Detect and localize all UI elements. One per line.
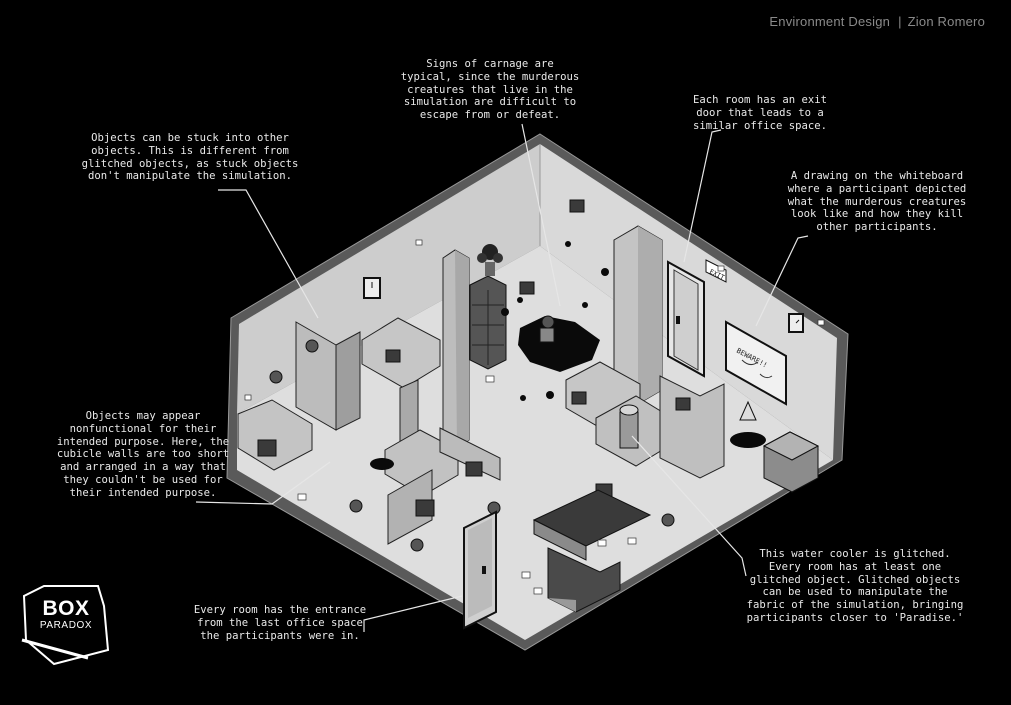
wet-floor-sign	[739, 400, 757, 421]
leader-water-cooler	[631, 435, 747, 577]
annotation-nonfunctional: Objects may appear nonfunctional for the…	[56, 410, 230, 499]
box-paradox-logo: BOX PARADOX	[20, 597, 112, 632]
pillar-left	[442, 249, 470, 449]
logo-line-paradox: PARADOX	[39, 620, 93, 631]
leader-exit-door	[683, 129, 722, 263]
annotation-stuck-objects: Objects can be stuck into other objects.…	[81, 132, 299, 183]
carnage-splatter	[501, 241, 609, 401]
annotation-water-cooler: This water cooler is glitched. Every roo…	[746, 548, 964, 624]
copier-printer	[762, 431, 820, 493]
box-paradox-logo-frame	[21, 585, 110, 666]
office-chairs	[269, 315, 675, 552]
wall-clocks	[363, 277, 804, 333]
potted-plant	[477, 244, 503, 276]
credit-section: Environment Design	[769, 14, 891, 29]
dark-desk	[532, 489, 652, 613]
leader-carnage	[521, 123, 561, 307]
dark-puddle	[370, 432, 766, 470]
annotation-whiteboard: A drawing on the whiteboard where a part…	[787, 170, 967, 234]
annotation-carnage: Signs of carnage are typical, since the …	[400, 58, 580, 122]
logo-line-box: BOX	[42, 597, 90, 620]
annotation-entrance: Every room has the entrance from the las…	[193, 604, 367, 642]
leader-entrance	[363, 595, 463, 632]
leader-stuck-objects	[218, 189, 319, 319]
annotation-exit-door: Each room has an exit door that leads to…	[693, 94, 827, 132]
annotation-leader-lines	[195, 123, 809, 632]
credit-separator: |	[898, 14, 902, 29]
filing-cabinet	[469, 275, 507, 370]
scattered-papers	[244, 239, 825, 595]
whiteboard: BEWARE!!	[725, 320, 787, 406]
leader-nonfunctional	[195, 461, 331, 505]
water-cooler	[619, 404, 639, 449]
entrance-door	[463, 510, 497, 630]
leader-whiteboard	[755, 235, 809, 327]
page-credit: Environment Design | Zion Romero	[769, 14, 985, 29]
cubicle-panels-left	[237, 317, 501, 545]
credit-author: Zion Romero	[907, 14, 985, 29]
exit-door: EXIT	[667, 259, 727, 378]
